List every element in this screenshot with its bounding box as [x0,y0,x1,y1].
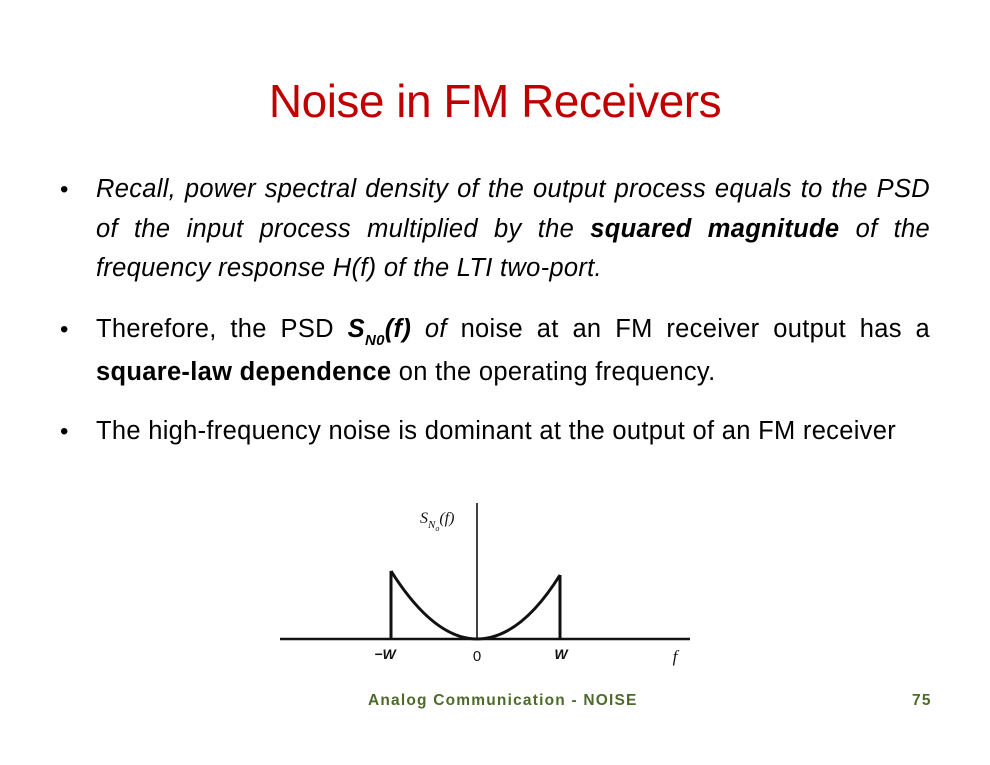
text-emphasis: square-law dependence [96,357,392,386]
bullet-dot: • [60,418,69,445]
psd-symbol: S [347,315,365,343]
footer-page-number: 75 [912,692,932,709]
bullet-recall: • Recall, power spectral density of the … [60,170,930,289]
bullet-dot: • [60,176,69,203]
slide-title: Noise in FM Receivers [268,75,722,127]
bullet-text: Therefore, the PSD SN0(f) of noise at an… [96,310,930,392]
text-segment: Therefore, the PSD [96,315,348,343]
text-segment: Recall, power spectral density of the ou… [96,175,930,243]
bullet-text: Recall, power spectral density of the ou… [96,170,930,289]
tick-neg-w: −W [374,646,397,662]
bullet-high-frequency: • The high-frequency noise is dominant a… [60,412,930,452]
bullet-dot: • [60,316,69,343]
text-segment: of [411,315,447,343]
text-segment: The high-frequency noise is dominant at … [96,417,896,445]
text-segment: on the operating frequency. [391,357,716,386]
text-segment: noise at an FM receiver output has a [446,315,930,343]
psd-argument: (f) [384,315,412,343]
bullet-therefore: • Therefore, the PSD SN0(f) of noise at … [60,310,930,392]
text-segment: of the frequency response H(f) of the LT… [96,214,930,283]
tick-zero: 0 [473,648,481,665]
text-emphasis: squared magnitude [590,214,840,243]
tick-pos-w: W [554,646,569,662]
psd-diagram: SNo(f) −W 0 W f [270,495,700,675]
psd-axis-label: SNo(f) [420,510,454,533]
psd-subscript: N0 [364,332,385,349]
frequency-axis-label: f [673,647,680,666]
bullet-text: The high-frequency noise is dominant at … [96,412,930,452]
psd-parabola [389,570,562,641]
footer-course-title: Analog Communication - NOISE [368,692,638,709]
